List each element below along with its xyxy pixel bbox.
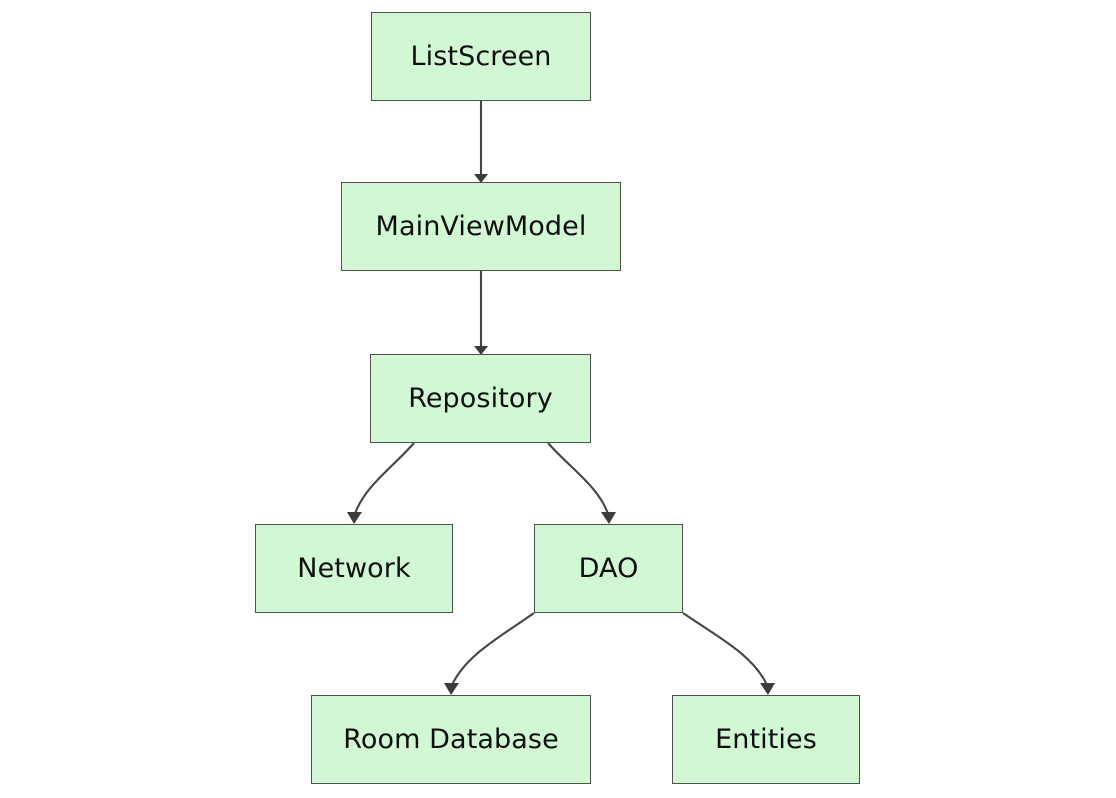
edge-line — [451, 612, 535, 686]
node-room-database[interactable]: Room Database — [311, 695, 591, 784]
node-label: ListScreen — [410, 41, 552, 72]
arrowhead-icon — [347, 512, 362, 524]
edge-dao-entities — [682, 612, 775, 695]
edge-dao-room-database — [444, 612, 535, 695]
node-dao[interactable]: DAO — [534, 524, 683, 613]
arrowhead-icon — [760, 683, 775, 695]
edge-repository-network — [347, 442, 415, 524]
edge-line — [682, 612, 768, 686]
arrowhead-icon — [444, 683, 459, 695]
node-label: Room Database — [343, 724, 559, 755]
node-main-view-model[interactable]: MainViewModel — [341, 182, 621, 271]
edge-mainviewmodel-repository — [474, 271, 488, 355]
node-label: MainViewModel — [375, 211, 587, 242]
node-label: Network — [297, 553, 411, 584]
node-entities[interactable]: Entities — [672, 695, 860, 784]
edge-repository-dao — [547, 442, 616, 524]
edge-line — [354, 442, 415, 515]
node-repository[interactable]: Repository — [370, 354, 591, 443]
edge-line — [547, 442, 609, 515]
arrowhead-icon — [601, 512, 616, 524]
edge-listscreen-mainviewmodel — [474, 101, 488, 183]
node-label: Repository — [408, 383, 553, 414]
node-label: DAO — [578, 553, 639, 584]
node-network[interactable]: Network — [255, 524, 453, 613]
node-list-screen[interactable]: ListScreen — [371, 12, 591, 101]
node-label: Entities — [715, 724, 817, 755]
